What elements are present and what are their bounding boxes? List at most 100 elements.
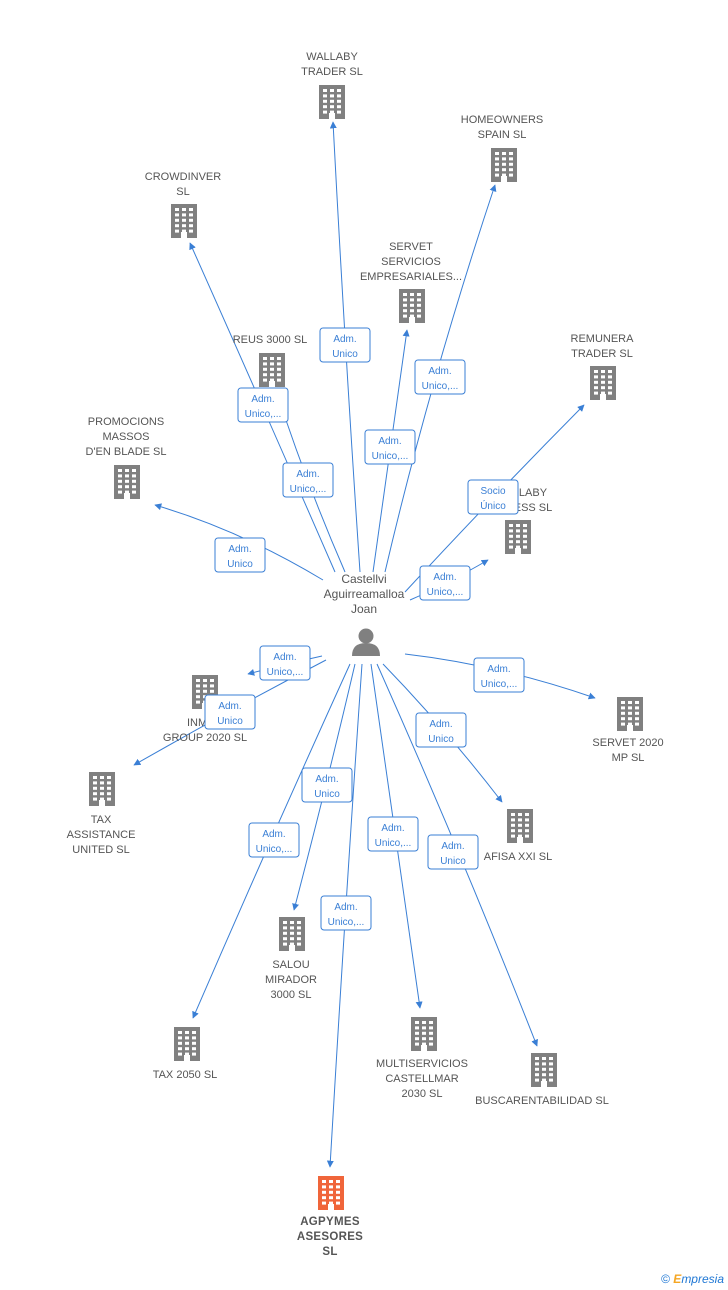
company-node-servet-2020-mp[interactable]: SERVET 2020 MP SL bbox=[592, 697, 664, 764]
company-name-line[interactable]: TAX bbox=[91, 814, 112, 826]
building-icon[interactable] bbox=[279, 917, 305, 951]
company-node-multiservicios[interactable]: MULTISERVICIOS CASTELLMAR 2030 SL bbox=[376, 1017, 468, 1100]
company-name-line[interactable]: AFISA XXI SL bbox=[484, 851, 552, 863]
company-node-wallaby-trader[interactable]: WALLABY TRADER SL bbox=[301, 51, 363, 119]
edge-role-label[interactable]: Adm.Unico,... bbox=[414, 359, 466, 395]
building-icon[interactable] bbox=[319, 85, 345, 119]
edge-role-text: Unico bbox=[428, 734, 454, 745]
edge-role-text: Unico bbox=[440, 856, 466, 867]
company-name-line[interactable]: EMPRESARIALES... bbox=[360, 271, 462, 283]
company-name-line[interactable]: WALLABY bbox=[306, 51, 358, 63]
edge-role-label[interactable]: Adm.Unico bbox=[319, 327, 371, 363]
company-name-line[interactable]: TRADER SL bbox=[301, 66, 363, 78]
company-name-line[interactable]: PROMOCIONS bbox=[88, 416, 164, 428]
building-icon[interactable] bbox=[531, 1053, 557, 1087]
company-node-crowdinver[interactable]: CROWDINVER SL bbox=[145, 171, 221, 238]
company-node-agpymes[interactable]: AGPYMES ASESORES SL bbox=[297, 1176, 363, 1258]
company-node-salou-mirador[interactable]: SALOU MIRADOR 3000 SL bbox=[265, 917, 317, 1001]
company-node-tax-2050[interactable]: TAX 2050 SL bbox=[153, 1027, 218, 1081]
company-name-line[interactable]: MASSOS bbox=[102, 431, 149, 443]
company-name-line[interactable]: CASTELLMAR bbox=[385, 1073, 458, 1085]
edge-role-label[interactable]: Adm.Unico,... bbox=[282, 462, 334, 498]
company-name-line[interactable]: GROUP 2020 SL bbox=[163, 732, 247, 744]
company-name-line[interactable]: ASESORES bbox=[297, 1231, 363, 1243]
edge-role-text: Adm. bbox=[378, 436, 401, 447]
company-node-wallaby-business[interactable]: LABY ESS SL bbox=[505, 487, 552, 554]
company-node-reus-3000[interactable]: REUS 3000 SL bbox=[233, 334, 308, 387]
building-icon[interactable] bbox=[617, 697, 643, 731]
company-name-line[interactable]: SERVICIOS bbox=[381, 256, 441, 268]
edge-role-label[interactable]: Adm.Unico bbox=[301, 767, 353, 803]
edge-role-label[interactable]: Adm.Unico bbox=[427, 834, 479, 870]
company-name-line[interactable]: UNITED SL bbox=[72, 844, 129, 856]
company-node-buscarentabilidad[interactable]: BUSCARENTABILIDAD SL bbox=[475, 1053, 609, 1107]
edge-role-label[interactable]: Adm.Unico bbox=[415, 712, 467, 748]
person-name-line[interactable]: Joan bbox=[351, 602, 377, 616]
building-icon[interactable] bbox=[491, 148, 517, 182]
company-name-line[interactable]: SL bbox=[176, 186, 189, 198]
building-icon[interactable] bbox=[411, 1017, 437, 1051]
building-icon[interactable] bbox=[399, 289, 425, 323]
company-name-line[interactable]: MULTISERVICIOS bbox=[376, 1058, 468, 1070]
company-name-line[interactable]: REUS 3000 SL bbox=[233, 334, 308, 346]
company-node-homeowners-spain[interactable]: HOMEOWNERS SPAIN SL bbox=[461, 114, 544, 182]
company-name-line[interactable]: SERVET 2020 bbox=[592, 737, 663, 749]
company-name-line[interactable]: MIRADOR bbox=[265, 974, 317, 986]
building-icon[interactable] bbox=[89, 772, 115, 806]
building-icon[interactable] bbox=[505, 520, 531, 554]
edge-role-label[interactable]: Adm.Unico,... bbox=[320, 895, 372, 931]
edge-role-text: Socio bbox=[480, 486, 505, 497]
edge-role-label[interactable]: Adm.Unico,... bbox=[237, 387, 289, 423]
building-icon[interactable] bbox=[171, 204, 197, 238]
company-name-line[interactable]: ESS SL bbox=[514, 502, 553, 514]
company-name-line[interactable]: SERVET bbox=[389, 241, 433, 253]
edge-role-text: Unico,... bbox=[245, 409, 282, 420]
building-icon[interactable] bbox=[259, 353, 285, 387]
company-name-line[interactable]: ASSISTANCE bbox=[67, 829, 136, 841]
company-name-line[interactable]: 3000 SL bbox=[271, 989, 312, 1001]
edge-role-label[interactable]: Adm.Unico,... bbox=[419, 565, 471, 601]
company-name-line[interactable]: TRADER SL bbox=[571, 348, 633, 360]
edge-role-label[interactable]: Adm.Unico,... bbox=[259, 645, 311, 681]
company-name-line[interactable]: 2030 SL bbox=[402, 1088, 443, 1100]
building-icon[interactable] bbox=[174, 1027, 200, 1061]
edge-role-text: Adm. bbox=[428, 366, 451, 377]
edge-role-label[interactable]: Adm.Unico bbox=[214, 537, 266, 573]
person-icon[interactable] bbox=[352, 628, 380, 657]
edge-role-label[interactable]: Adm.Unico,... bbox=[364, 429, 416, 465]
company-node-afisa-xxi[interactable]: AFISA XXI SL bbox=[484, 809, 552, 863]
company-name-line[interactable]: SPAIN SL bbox=[478, 129, 527, 141]
company-name-line[interactable]: D'EN BLADE SL bbox=[86, 446, 167, 458]
edge-role-text: Unico bbox=[332, 349, 358, 360]
company-name-line[interactable]: CROWDINVER bbox=[145, 171, 221, 183]
edge-role-label[interactable]: Adm.Unico,... bbox=[367, 816, 419, 852]
edge-role-text: Unico,... bbox=[427, 587, 464, 598]
edge-role-label[interactable]: Adm.Unico bbox=[204, 694, 256, 730]
company-name-line[interactable]: TAX 2050 SL bbox=[153, 1069, 218, 1081]
company-name-line[interactable]: LABY bbox=[519, 487, 548, 499]
company-node-tax-assistance[interactable]: TAX ASSISTANCE UNITED SL bbox=[67, 772, 136, 856]
company-name-line[interactable]: SALOU bbox=[272, 959, 309, 971]
company-name-line[interactable]: AGPYMES bbox=[300, 1216, 360, 1228]
person-name-line[interactable]: Aguirreamalloa bbox=[324, 587, 405, 601]
edge-role-text: Unico,... bbox=[267, 667, 304, 678]
building-icon[interactable] bbox=[318, 1176, 344, 1210]
building-icon[interactable] bbox=[590, 366, 616, 400]
company-node-remunera-trader[interactable]: REMUNERA TRADER SL bbox=[571, 333, 635, 400]
brand-watermark: © Empresia bbox=[661, 1272, 724, 1286]
company-name-line[interactable]: HOMEOWNERS bbox=[461, 114, 544, 126]
edge-role-label[interactable]: Adm.Unico,... bbox=[248, 822, 300, 858]
company-name-line[interactable]: REMUNERA bbox=[571, 333, 635, 345]
edge-role-label[interactable]: Adm.Unico,... bbox=[473, 657, 525, 693]
company-name-line[interactable]: BUSCARENTABILIDAD SL bbox=[475, 1095, 609, 1107]
company-node-servet-servicios[interactable]: SERVET SERVICIOS EMPRESARIALES... bbox=[360, 241, 462, 323]
company-name-line[interactable]: SL bbox=[322, 1246, 337, 1258]
building-icon[interactable] bbox=[114, 465, 140, 499]
company-node-promocions-massos[interactable]: PROMOCIONS MASSOS D'EN BLADE SL bbox=[86, 416, 167, 499]
person-name-line[interactable]: Castellvi bbox=[341, 572, 386, 586]
company-name-line[interactable]: MP SL bbox=[612, 752, 645, 764]
building-icon[interactable] bbox=[507, 809, 533, 843]
